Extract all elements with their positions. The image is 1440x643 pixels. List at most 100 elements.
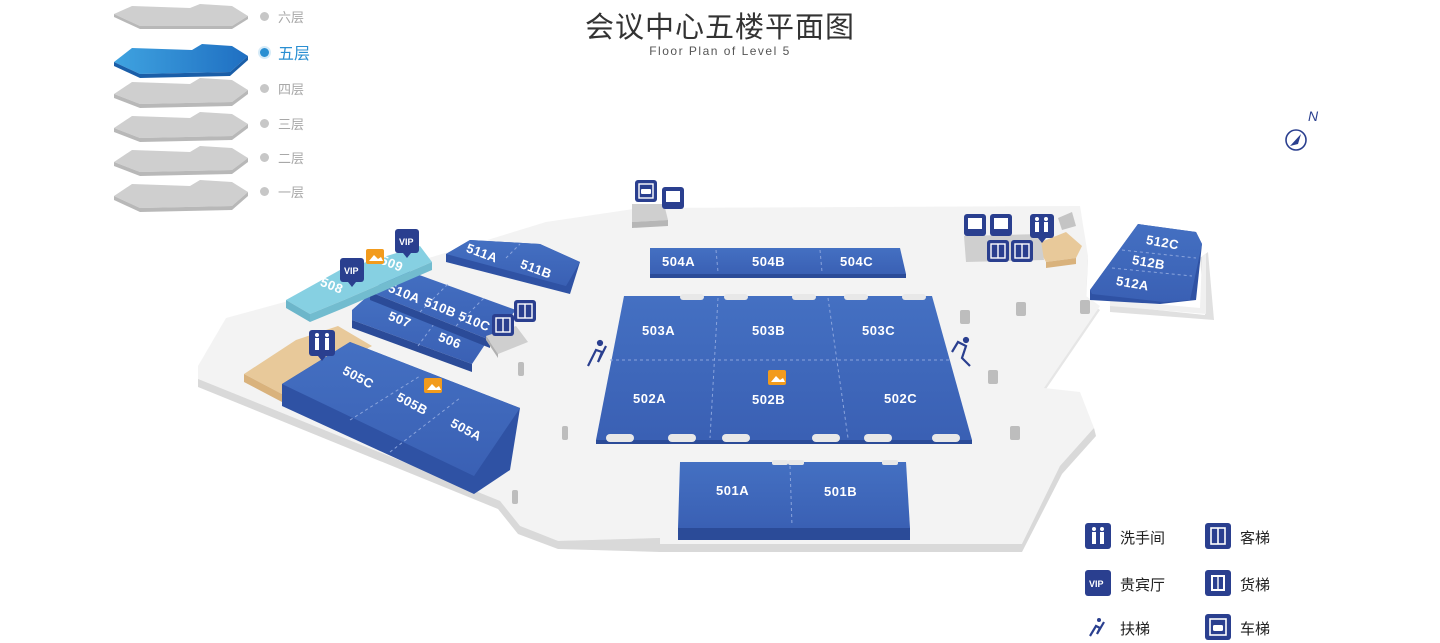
- legend-label: 洗手间: [1120, 529, 1166, 547]
- passenger-elevator-marker[interactable]: [492, 314, 514, 336]
- floor-dot: [260, 12, 269, 21]
- floor-item-5[interactable]: 五层: [100, 37, 330, 71]
- legend-label: 客梯: [1240, 529, 1271, 547]
- service-area-left: [244, 326, 372, 402]
- floor-shape-6[interactable]: [114, 4, 248, 29]
- page-subtitle: Floor Plan of Level 5: [649, 44, 791, 58]
- room-label-506: 506: [436, 329, 463, 352]
- restroom-icon: [1085, 523, 1111, 549]
- escalator-icon: [951, 336, 971, 367]
- legend-restroom: 洗手间: [1080, 520, 1210, 552]
- page-title: 会议中心五楼平面图: [584, 10, 855, 44]
- escalator-icon: [587, 339, 607, 367]
- room-511[interactable]: 511A 511B: [446, 240, 580, 294]
- floor-shape-3[interactable]: [114, 112, 248, 142]
- floor-dot: [260, 153, 269, 162]
- floor-item-6[interactable]: 六层: [100, 1, 330, 35]
- room-label-510C: 510C: [456, 308, 492, 334]
- passenger-elevator-icon: [1205, 523, 1231, 549]
- passenger-elevator-marker[interactable]: [987, 240, 1009, 262]
- freight-elevator-icon: [1205, 570, 1231, 596]
- room-label-511A: 511A: [464, 240, 500, 265]
- floor-shape-2[interactable]: [114, 146, 248, 176]
- vip-label: VIP: [399, 237, 414, 247]
- vip-marker[interactable]: VIP: [340, 258, 364, 287]
- legend-freight-elevator: 货梯: [1200, 567, 1330, 599]
- room-504[interactable]: 504A 504B 504C: [650, 248, 906, 278]
- room-label-503A: 503A: [642, 323, 675, 338]
- room-label-504A: 504A: [662, 254, 695, 269]
- freight-elevator-marker[interactable]: [990, 214, 1012, 236]
- room-label-512B: 512B: [1131, 252, 1166, 273]
- room-label-501A: 501A: [716, 483, 749, 498]
- passenger-elevator-marker[interactable]: [514, 300, 536, 322]
- room-label-511B: 511B: [518, 256, 554, 281]
- room-label-501B: 501B: [824, 484, 857, 499]
- legend-label: 货梯: [1240, 576, 1271, 594]
- vehicle-elevator-icon: [1205, 614, 1231, 640]
- floor-label: 五层: [278, 44, 311, 63]
- room-501[interactable]: 501A 501B: [678, 460, 910, 540]
- compass[interactable]: N: [1280, 105, 1330, 155]
- floor-label: 一层: [278, 186, 305, 201]
- restroom-marker[interactable]: [1030, 214, 1054, 243]
- freight-elevator-marker[interactable]: [964, 214, 986, 236]
- room-label-503B: 503B: [752, 323, 785, 338]
- vehicle-elevator-marker[interactable]: [635, 180, 657, 202]
- room-label-502C: 502C: [884, 391, 917, 406]
- legend-label: 车梯: [1240, 620, 1271, 638]
- room-label-503C: 503C: [862, 323, 895, 338]
- compass-north-label: N: [1308, 108, 1319, 124]
- vip-icon: VIP: [1085, 570, 1111, 596]
- service-area-right: [486, 204, 1082, 358]
- room-label-502A: 502A: [633, 391, 666, 406]
- room-510[interactable]: 510A 510B 510C: [370, 268, 516, 348]
- room-label-505A: 505A: [448, 415, 484, 444]
- gallery-icon[interactable]: [424, 378, 442, 393]
- floor-label: 二层: [278, 152, 305, 167]
- room-512[interactable]: 512C 512B 512A: [1090, 224, 1202, 304]
- floor-item-3[interactable]: 三层: [100, 108, 330, 142]
- room-label-504B: 504B: [752, 254, 785, 269]
- room-label-510B: 510B: [422, 294, 458, 320]
- legend-vehicle-elevator: 车梯: [1200, 611, 1330, 643]
- room-label-505C: 505C: [340, 363, 376, 392]
- floor-item-1[interactable]: 一层: [100, 176, 330, 210]
- vip-label: VIP: [1089, 579, 1104, 589]
- floor-item-4[interactable]: 四层: [100, 73, 330, 107]
- floor-shape-4[interactable]: [114, 78, 248, 108]
- floor-label: 四层: [278, 83, 305, 98]
- room-label-504C: 504C: [840, 254, 873, 269]
- gallery-icon[interactable]: [768, 370, 786, 385]
- vip-label: VIP: [344, 266, 359, 276]
- legend-escalator: 扶梯: [1080, 611, 1210, 643]
- floor-shape-5[interactable]: [114, 44, 248, 78]
- room-506-507[interactable]: 507 506: [352, 294, 488, 372]
- floor-label: 三层: [278, 118, 305, 133]
- room-label-507: 507: [386, 308, 413, 331]
- legend-passenger-elevator: 客梯: [1200, 520, 1330, 552]
- escalator-icon: [1089, 618, 1105, 637]
- floor-dot: [260, 119, 269, 128]
- room-label-512C: 512C: [1145, 232, 1180, 253]
- floor-dot: [260, 84, 269, 93]
- restroom-marker[interactable]: [309, 330, 335, 361]
- legend-label: 扶梯: [1120, 620, 1151, 638]
- gallery-icon[interactable]: [366, 249, 384, 264]
- vip-marker[interactable]: VIP: [395, 229, 419, 258]
- room-505[interactable]: 505C 505B 505A: [282, 342, 520, 494]
- room-label-502B: 502B: [752, 392, 785, 407]
- freight-elevator-marker[interactable]: [662, 187, 684, 209]
- floor-dot: [260, 48, 269, 57]
- legend-label: 贵宾厅: [1120, 576, 1166, 594]
- floor-selector: 六层 五层 四层 三层 二层 一层: [100, 0, 360, 230]
- room-508-509[interactable]: 508 509: [286, 246, 432, 322]
- room-label-509: 509: [378, 252, 405, 275]
- room-label-510A: 510A: [386, 280, 422, 306]
- floor-label: 六层: [278, 11, 305, 26]
- room-label-512A: 512A: [1115, 273, 1150, 294]
- passenger-elevator-marker[interactable]: [1011, 240, 1033, 262]
- floor-item-2[interactable]: 二层: [100, 142, 330, 176]
- room-502-503[interactable]: 503A 503B 503C 502A 502B 502C: [596, 294, 972, 444]
- room-label-505B: 505B: [394, 389, 430, 418]
